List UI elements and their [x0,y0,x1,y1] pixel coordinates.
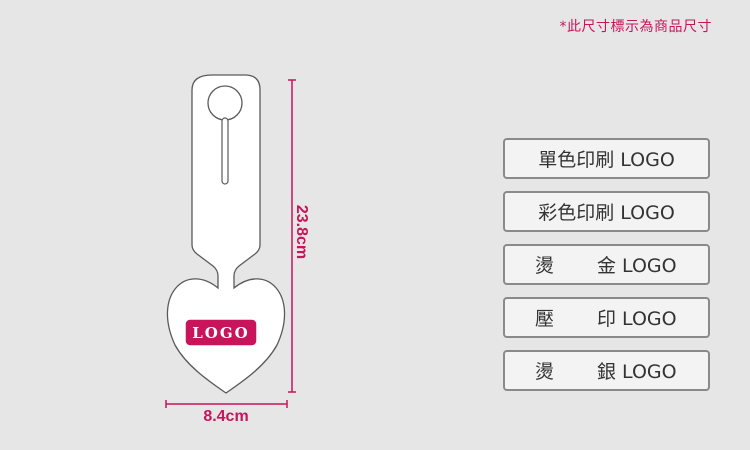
size-note: *此尺寸標示為商品尺寸 [559,19,712,35]
logo-badge [184,318,258,347]
option-label: 彩色印刷 LOGO [538,202,675,224]
option-emboss[interactable]: 壓 印 LOGO [503,297,710,338]
option-single-color-print[interactable]: 單色印刷 LOGO [503,138,710,179]
option-label-prefix: 燙 [535,255,555,277]
logo-badge-text: LOGO [192,324,250,342]
option-label: 印 LOGO [597,308,677,330]
luggage-tag-outline [166,74,286,394]
width-dimension: 8.4cm [165,400,288,425]
printing-options: 單色印刷 LOGO 彩色印刷 LOGO 燙 金 LOGO 壓 印 LOGO 燙 … [503,138,710,391]
option-label: 單色印刷 LOGO [538,149,675,171]
option-label: 金 LOGO [597,255,677,277]
option-label-prefix: 燙 [535,361,555,383]
option-full-color-print[interactable]: 彩色印刷 LOGO [503,191,710,232]
strap-hole [207,85,243,121]
height-dimension: 23.8cm [288,79,310,393]
option-label: 銀 LOGO [597,361,677,383]
option-hot-stamp-gold[interactable]: 燙 金 LOGO [503,244,710,285]
strap-slot [221,117,229,185]
option-hot-stamp-silver[interactable]: 燙 銀 LOGO [503,350,710,391]
height-label: 23.8cm [293,205,310,259]
width-label: 8.4cm [203,408,248,425]
option-label-prefix: 壓 [535,308,555,330]
